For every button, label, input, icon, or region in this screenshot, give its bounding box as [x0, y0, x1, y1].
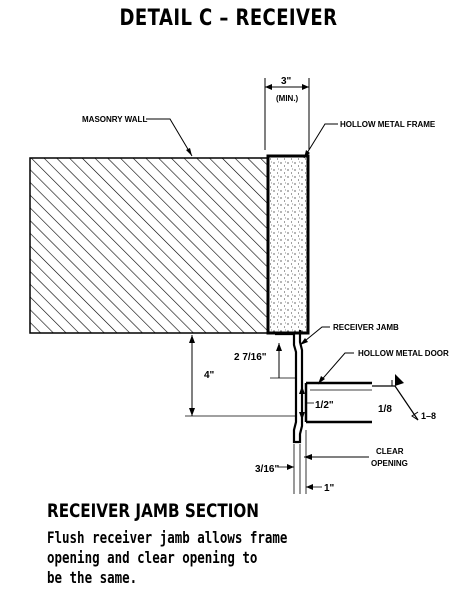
dim-1-label: 1" — [324, 483, 335, 494]
opening-label: OPENING — [371, 459, 408, 468]
note-line: Flush receiver jamb allows frame — [47, 528, 288, 547]
hollow-metal-frame-label: HOLLOW METAL FRAME — [340, 120, 436, 129]
dim-min-label: (MIN.) — [276, 94, 299, 103]
dim-1-8-label: 1/8 — [378, 404, 392, 415]
hollow-metal-door — [304, 381, 372, 424]
clear-label: CLEAR — [376, 447, 404, 456]
dim-3-16-label: 3/16" — [255, 464, 279, 475]
hollow-metal-door-label: HOLLOW METAL DOOR — [358, 349, 449, 358]
dim-2-7-16-label: 2 7/16" — [234, 352, 267, 363]
dim-4 — [185, 335, 296, 417]
dim-1 — [305, 430, 322, 494]
dim-1-2-label: 1/2" — [315, 400, 334, 411]
dim-1-2 — [299, 386, 314, 420]
note-line: be the same. — [47, 568, 138, 587]
weld-symbol — [372, 374, 419, 421]
receiver-jamb — [275, 330, 304, 444]
dim-3-min — [264, 78, 310, 150]
dim-4-label: 4" — [204, 370, 215, 381]
dim-1-8-tail-label: 1–8 — [421, 411, 436, 421]
dim-2-7-16 — [270, 343, 296, 379]
section-title: RECEIVER JAMB SECTION — [47, 500, 259, 522]
receiver-jamb-label: RECEIVER JAMB — [333, 323, 399, 332]
drawing-title: DETAIL C – RECEIVER — [119, 6, 338, 31]
hollow-metal-frame — [266, 154, 310, 335]
dim-3-16 — [278, 444, 301, 494]
dim-3-label: 3" — [281, 76, 292, 87]
section-note: Flush receiver jamb allows frame opening… — [47, 528, 287, 588]
masonry-wall — [29, 157, 269, 334]
note-line: opening and clear opening to — [47, 548, 258, 567]
masonry-wall-label: MASONRY WALL — [82, 115, 147, 124]
